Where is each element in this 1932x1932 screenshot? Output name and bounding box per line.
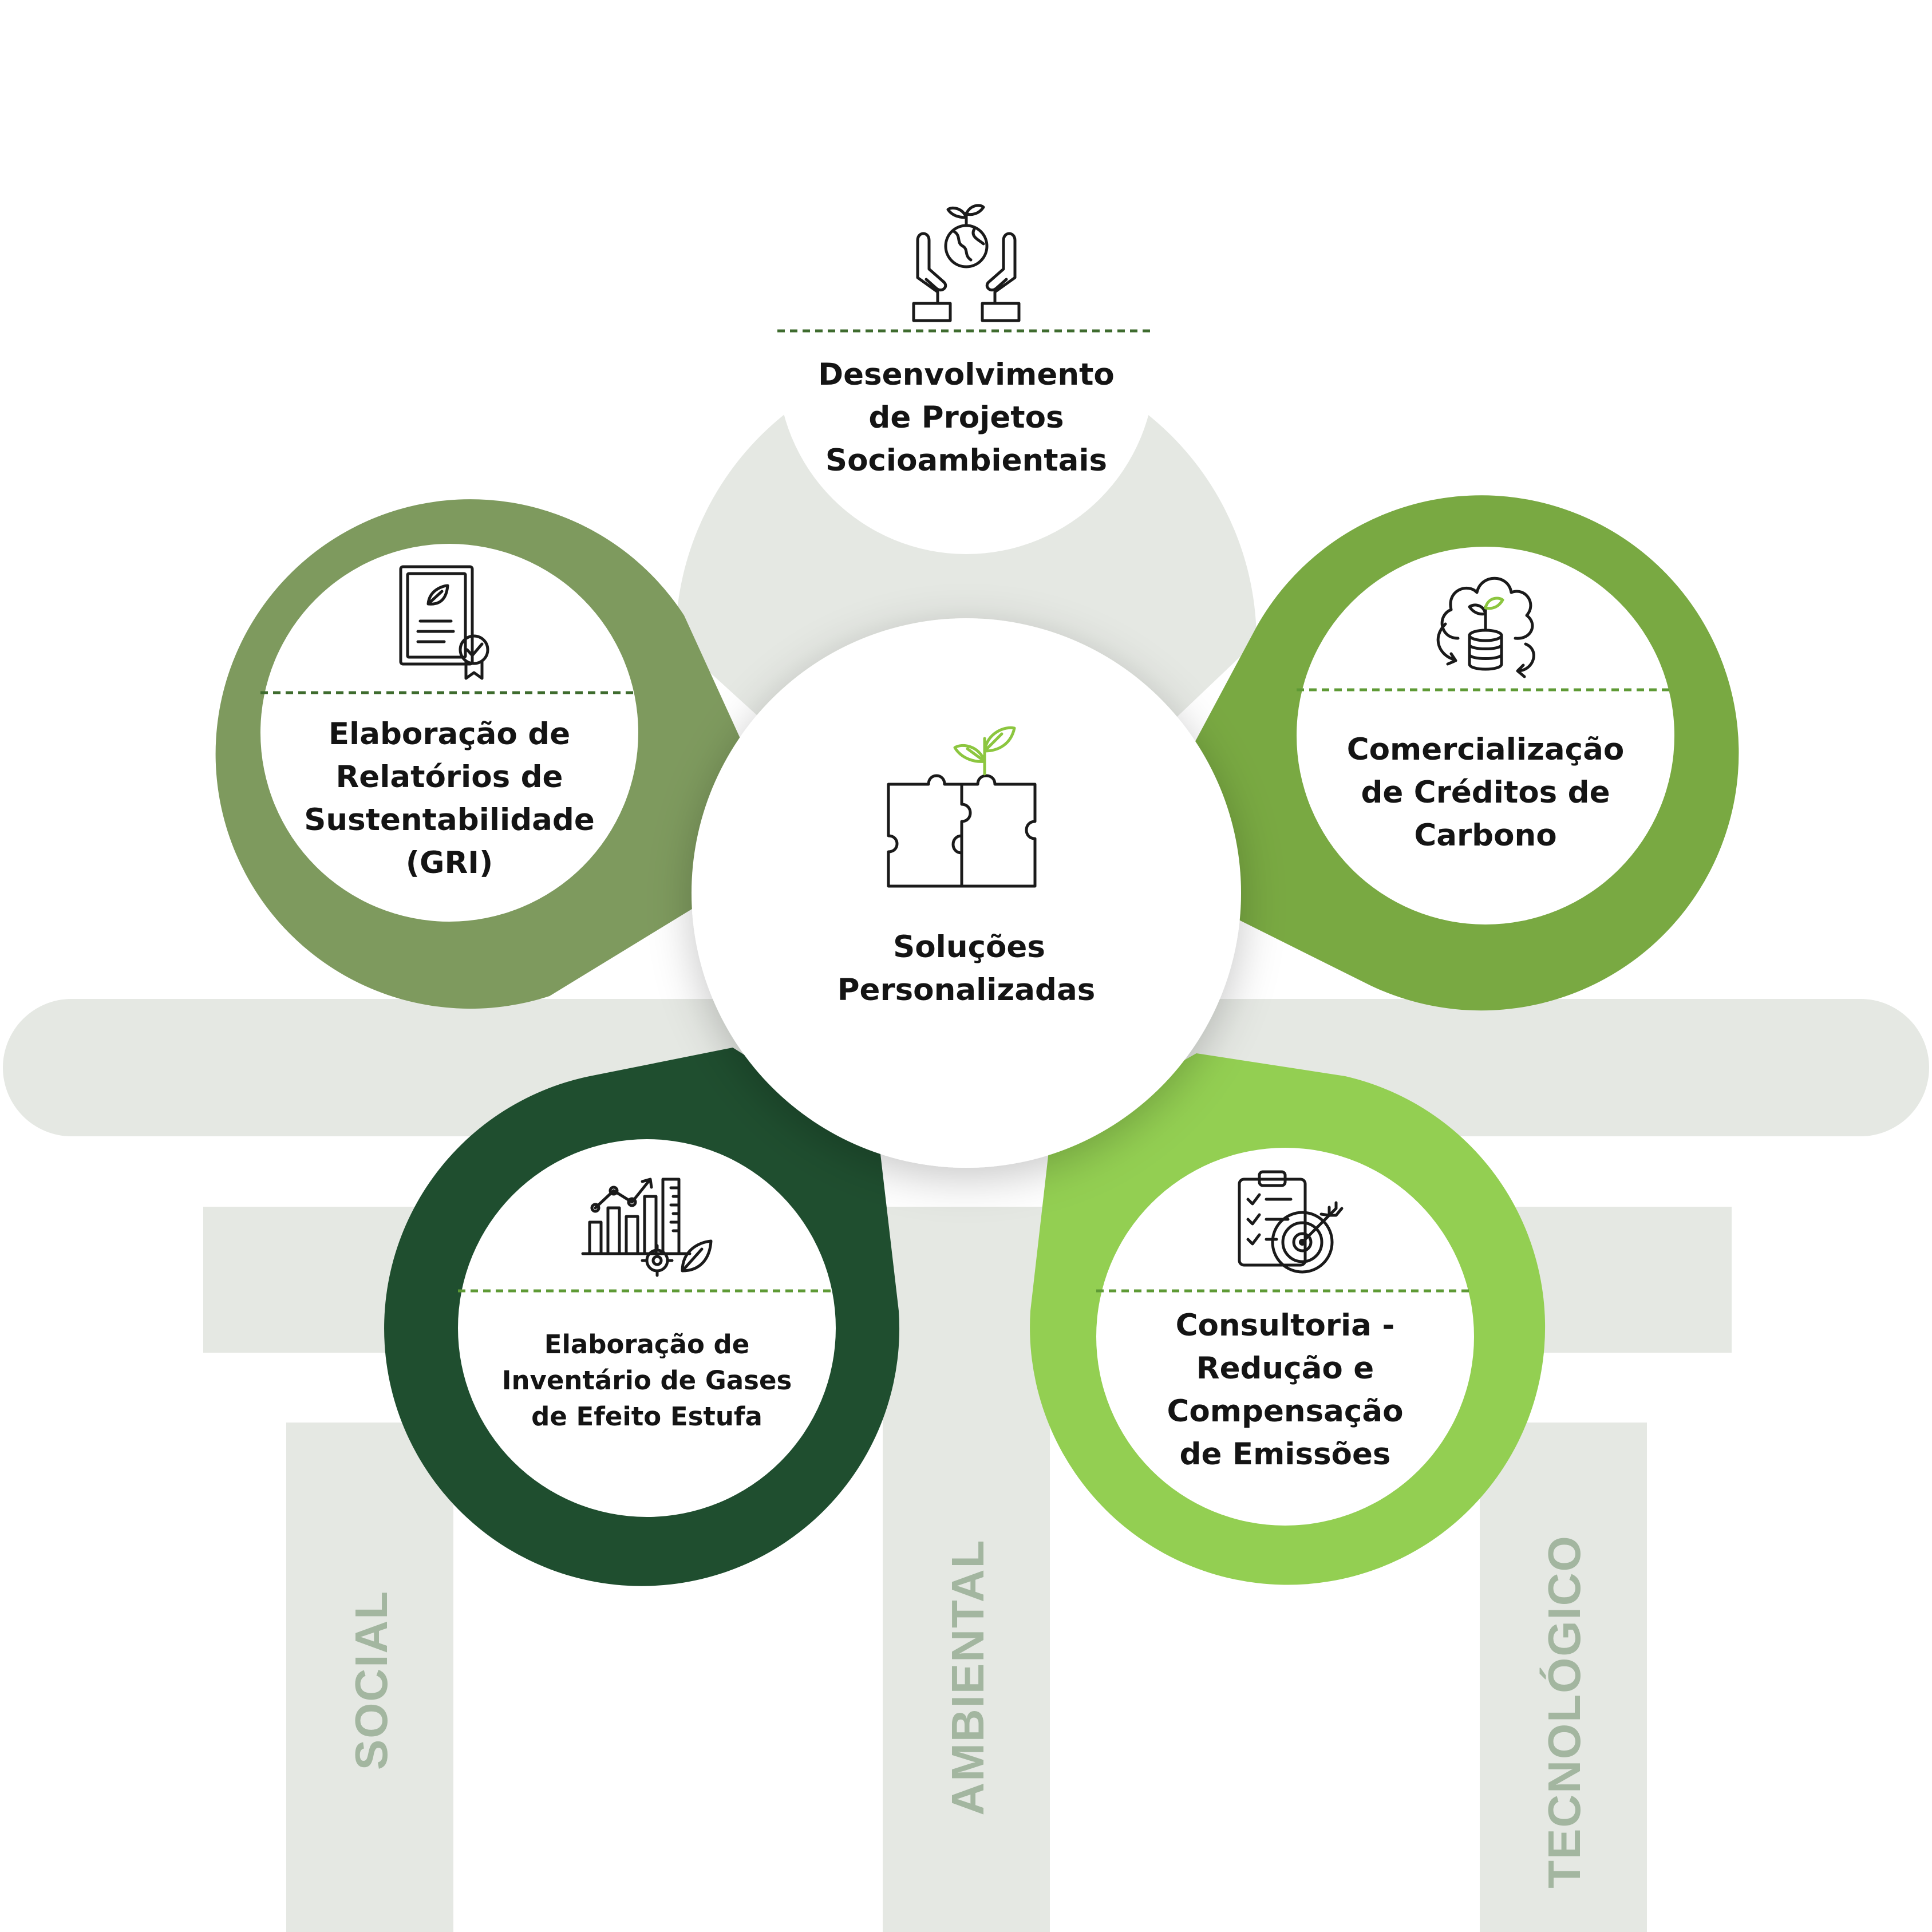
card-left-line-3: Sustentabilidade (304, 803, 595, 837)
card-bottom-left-line-3: de Efeito Estufa (531, 1401, 762, 1432)
cloud-coins-sprout-icon (1436, 576, 1535, 678)
card-bottom-right-line-1: Consultoria - (1176, 1308, 1395, 1343)
card-bottom-left-line-2: Inventário de Gases (502, 1365, 792, 1396)
card-top-line-3: Socioambientais (825, 443, 1107, 478)
card-right-line-3: Carbono (1414, 818, 1556, 853)
pillar-social (286, 1423, 453, 1932)
card-bottom-left-line-1: Elaboração de (544, 1329, 750, 1360)
center-hub-circle (692, 618, 1241, 1168)
certificate-leaf-icon (399, 565, 489, 680)
card-top-line-2: de Projetos (868, 400, 1064, 435)
pillar-label-social: SOCIAL (346, 1590, 397, 1770)
card-left-line-1: Elaboração de (329, 717, 570, 752)
card-bottom-right[interactable]: Consultoria - Redução e Compensação de E… (1030, 1053, 1546, 1585)
clipboard-target-icon (1238, 1170, 1344, 1274)
center-hub-line-1: Soluções (893, 930, 1045, 965)
pillar-tecnologico (1480, 1423, 1647, 1932)
card-top-inner (777, 176, 1155, 554)
card-top-line-1: Desenvolvimento (818, 357, 1115, 392)
center-hub-line-2: Personalizadas (837, 973, 1096, 1008)
card-left-inner (260, 544, 638, 922)
card-bottom-right-line-2: Redução e (1196, 1351, 1374, 1386)
center-hub[interactable]: Soluções Personalizadas (692, 618, 1241, 1168)
bar-chart-gear-leaf-icon (581, 1178, 713, 1277)
card-right-line-2: de Créditos de (1361, 775, 1610, 810)
card-right[interactable]: Comercialização de Créditos de Carbono (1191, 495, 1739, 1011)
card-bottom-right-line-4: de Emissões (1180, 1437, 1391, 1472)
hands-globe-sprout-icon (912, 204, 1021, 322)
card-bottom-right-inner (1096, 1148, 1474, 1526)
pillar-label-ambiental: AMBIENTAL (942, 1539, 993, 1815)
card-bottom-left[interactable]: Elaboração de Inventário de Gases de Efe… (384, 1048, 900, 1586)
puzzle-sprout-icon (887, 726, 1037, 888)
pillar-label-tecnologico: TECNOLÓGICO (1539, 1535, 1590, 1888)
card-bottom-right-line-3: Compensação (1167, 1394, 1403, 1429)
card-bottom-left-inner (458, 1139, 836, 1517)
card-right-line-1: Comercialização (1347, 732, 1625, 767)
card-left-line-4: (GRI) (406, 846, 493, 880)
card-left-line-2: Relatórios de (335, 760, 563, 795)
pillar-ambiental (883, 1259, 1050, 1932)
card-left[interactable]: Elaboração de Relatórios de Sustentabili… (215, 499, 744, 1009)
card-right-inner (1297, 547, 1674, 924)
